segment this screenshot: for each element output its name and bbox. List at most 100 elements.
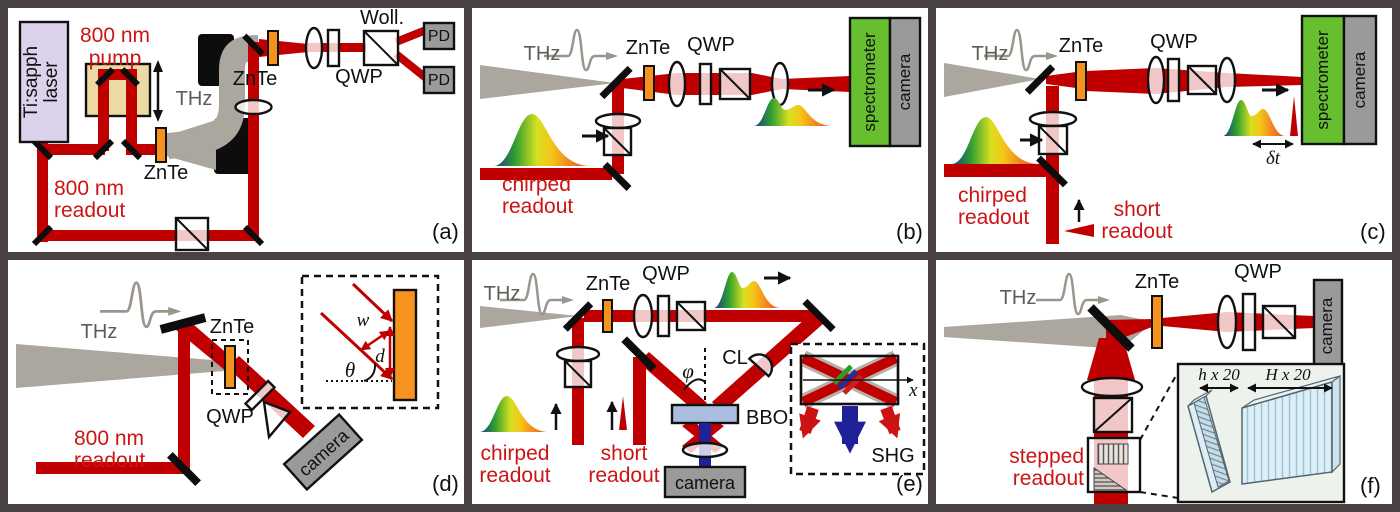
delay-double-arrow-icon bbox=[153, 60, 163, 122]
panel-tag: (b) bbox=[896, 219, 923, 244]
lens-icon bbox=[555, 345, 601, 363]
thz-pulse-icon bbox=[984, 28, 1058, 72]
polarizer-cube-icon bbox=[1261, 304, 1297, 340]
readout-beam bbox=[37, 26, 429, 242]
laser-box bbox=[18, 20, 70, 144]
theta-arc-icon bbox=[363, 362, 377, 382]
panel-c-diagram: spectrometer camera δt THz ZnTe QWP chir… bbox=[944, 14, 1386, 244]
shg-label: SHG bbox=[871, 445, 914, 467]
phi-arc-icon bbox=[683, 378, 706, 391]
inset-echelon-geometry: h x 20 H x 20 bbox=[1176, 362, 1346, 504]
znte-dashed-box bbox=[211, 339, 249, 395]
short-pulse-icon bbox=[1064, 224, 1094, 237]
znte-label: ZnTe bbox=[626, 37, 670, 59]
polarizer-cube-icon bbox=[1092, 396, 1134, 434]
chirped-label-line1: chirped bbox=[481, 442, 550, 465]
chirped-label-line1: chirped bbox=[502, 173, 571, 196]
phi-label: φ bbox=[682, 359, 694, 383]
laser-label-line2: laser bbox=[41, 61, 62, 103]
qwp-plate bbox=[326, 28, 341, 68]
panel-tag: (e) bbox=[896, 471, 923, 496]
qwp-label: QWP bbox=[687, 34, 735, 56]
camera-box bbox=[1312, 278, 1344, 374]
mirror-icons bbox=[31, 33, 265, 247]
camera-label: camera bbox=[675, 473, 736, 493]
lens-icon bbox=[667, 60, 687, 108]
d-label: d bbox=[375, 346, 385, 367]
panel-a-diagram: Ti:sapph laser PD PD 800 nm pump 800 nm … bbox=[18, 8, 459, 252]
fundamental-out-arrow bbox=[878, 405, 901, 439]
camera-label: camera bbox=[1317, 297, 1336, 354]
thz-beam bbox=[16, 344, 224, 388]
thz-pulse-icon bbox=[500, 272, 574, 316]
panel-f: camera h x 20 H x 20 THz ZnTe QWP stepp bbox=[936, 260, 1392, 504]
short-pulse-spike-icon bbox=[1290, 96, 1298, 136]
panel-b-diagram: spectrometer camera THz ZnTe QWP chirped… bbox=[480, 16, 923, 244]
thz-label: THz bbox=[524, 43, 561, 65]
znte-label: ZnTe bbox=[586, 273, 630, 295]
qwp-plate bbox=[1166, 57, 1181, 103]
mirror-icons bbox=[159, 313, 207, 486]
panel-b: spectrometer camera THz ZnTe QWP chirped… bbox=[472, 8, 928, 252]
photodiode-top bbox=[422, 21, 456, 51]
short-label-line2: readout bbox=[1101, 220, 1172, 243]
polarizer-cube-icon bbox=[602, 126, 633, 157]
panel-c: spectrometer camera δt THz ZnTe QWP chir… bbox=[936, 8, 1392, 252]
beamsplitter-cube-icon bbox=[174, 216, 210, 252]
thz-label: THz bbox=[1000, 287, 1037, 309]
laser-label-line1: Ti:sapph bbox=[21, 46, 42, 118]
pump-label-line1: 800 nm bbox=[80, 24, 150, 47]
panel-a: Ti:sapph laser PD PD 800 nm pump 800 nm … bbox=[8, 8, 464, 252]
spectrometer-label: spectrometer bbox=[1313, 30, 1332, 130]
short-label-line2: readout bbox=[588, 464, 659, 487]
qwp-plate bbox=[243, 379, 277, 412]
bbo-label: BBO bbox=[746, 407, 788, 429]
qwp-plate bbox=[1241, 292, 1257, 352]
lens-icon bbox=[681, 441, 729, 459]
lens-icon bbox=[1216, 294, 1238, 350]
inset-shg-geometry: x SHG bbox=[789, 342, 926, 476]
qwp-label: QWP bbox=[206, 406, 254, 428]
camera-box: camera bbox=[282, 412, 364, 492]
panel-f-diagram: camera h x 20 H x 20 THz ZnTe QWP stepp bbox=[944, 261, 1381, 504]
panel-e: camera x SHG THz ZnTe QWP bbox=[472, 260, 928, 504]
panel-d: camera w d θ THz ZnTe QWP 800 nm readout… bbox=[8, 260, 464, 504]
bbo-crystal bbox=[670, 403, 740, 425]
inset-connector-line bbox=[1139, 491, 1179, 499]
qwp-label: QWP bbox=[1150, 31, 1198, 53]
readout-label-line2: readout bbox=[54, 199, 125, 222]
lens-icon bbox=[632, 293, 654, 339]
chirped-pulse-icon bbox=[494, 114, 590, 166]
znte-emitter-crystal bbox=[155, 127, 167, 163]
znte-crystal bbox=[1075, 61, 1087, 101]
polarizer-cube-icon bbox=[563, 359, 593, 389]
znte-label: ZnTe bbox=[1059, 35, 1103, 57]
camera-box bbox=[1342, 14, 1378, 146]
thz-pulse-icon bbox=[544, 28, 618, 72]
pd-bottom-label: PD bbox=[428, 72, 450, 89]
chirped-pulse-icon bbox=[952, 117, 1038, 164]
large-echelon bbox=[1241, 374, 1341, 485]
lens-icon bbox=[1080, 376, 1144, 398]
thz-beam bbox=[480, 65, 615, 99]
thz-pulse-icon bbox=[1036, 272, 1110, 316]
thz-label: THz bbox=[484, 283, 521, 305]
readout-label-line2: readout bbox=[74, 449, 145, 472]
qwp-label: QWP bbox=[642, 263, 690, 285]
camera-box bbox=[888, 16, 922, 148]
readout-label-line1: 800 nm bbox=[74, 427, 144, 450]
pd-top-label: PD bbox=[428, 28, 450, 45]
znte-detector-crystal bbox=[267, 30, 279, 66]
mirror-icons bbox=[1024, 64, 1068, 188]
chirped-label-line2: readout bbox=[479, 464, 550, 487]
camera-label: camera bbox=[1350, 51, 1369, 108]
pump-label-line2: pump bbox=[89, 47, 142, 70]
chirped-label-line1: chirped bbox=[958, 184, 1027, 207]
chirped-label-line2: readout bbox=[958, 206, 1029, 229]
panel-tag: (f) bbox=[1360, 473, 1381, 498]
stepped-element-box bbox=[1086, 436, 1142, 494]
znte-label: ZnTe bbox=[210, 316, 254, 338]
znte-crystal bbox=[224, 345, 236, 389]
panel-e-diagram: camera x SHG THz ZnTe QWP bbox=[479, 263, 926, 499]
